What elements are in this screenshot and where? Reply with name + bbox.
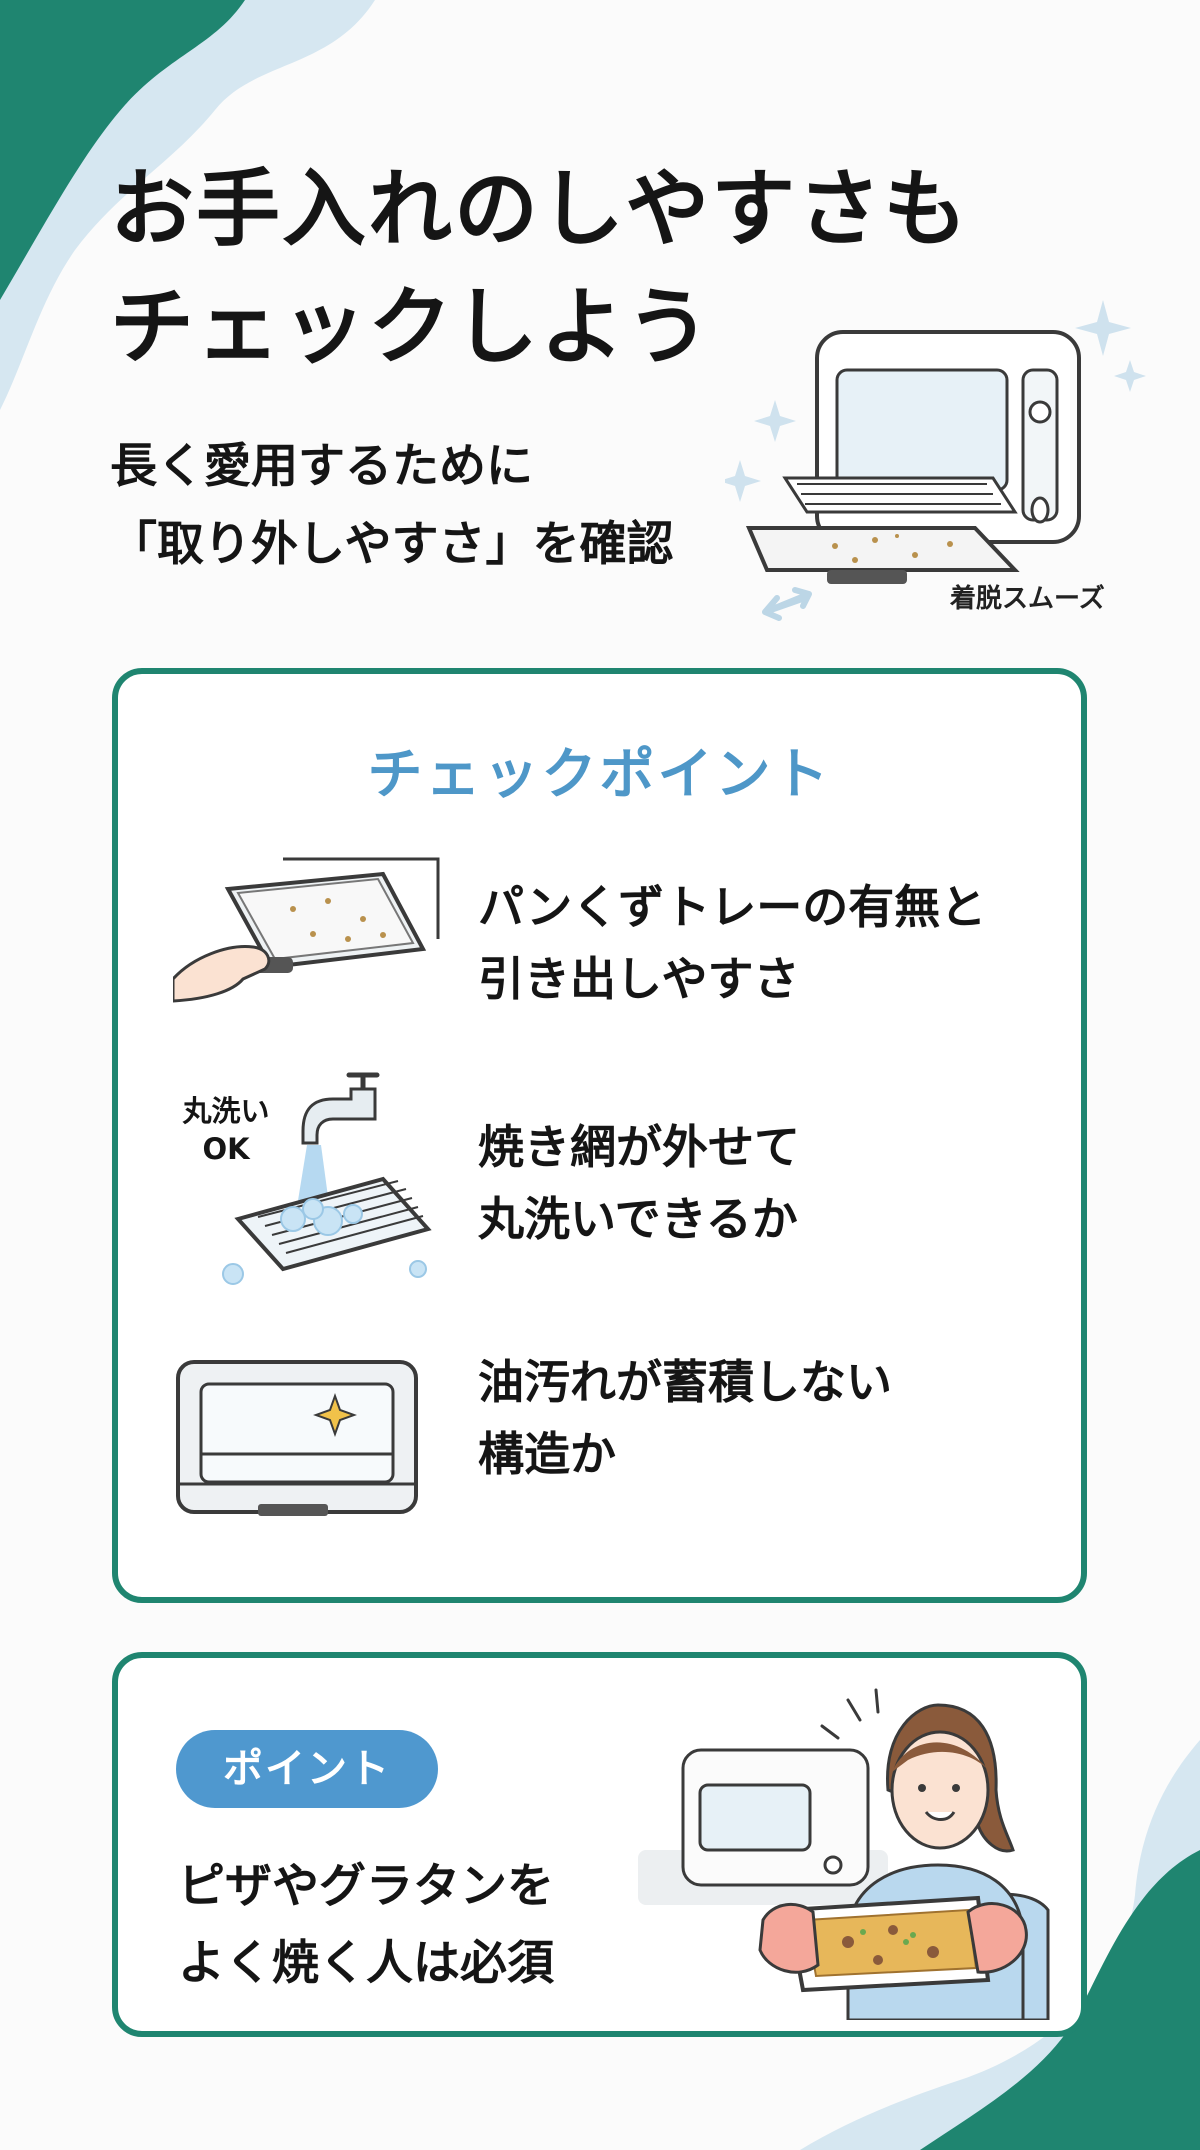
washable-ok-label: 丸洗い OK [182, 1094, 270, 1166]
check-item-text: パンくずトレーの有無と 引き出しやすさ [478, 871, 986, 1015]
sparkle-icon [313, 1393, 357, 1437]
subtitle-line: 「取り外しやすさ」を確認 [110, 517, 674, 572]
point-line: よく焼く人は必須 [178, 1936, 554, 1991]
check-item-line: パンくずトレーの有無と [478, 880, 987, 934]
page-title: お手入れのしやすさも チェックしよう [110, 150, 969, 386]
swap-arrow-icon [762, 587, 812, 621]
woman-holding-gratin-icon [638, 1688, 1050, 2020]
point-card: ポイント ピザやグラタンを よく焼く人は必須 [112, 1652, 1087, 2037]
faucet-rack-icon [222, 1072, 432, 1285]
sparkle-icon [725, 460, 761, 502]
point-line: ピザやグラタンを [178, 1859, 554, 1914]
sparkle-icon [754, 400, 796, 442]
check-item-line: 丸洗いできるか [478, 1192, 798, 1246]
check-point-card: チェックポイント パンくずトレーの有無と 引き出しやすさ 丸洗い OK [112, 668, 1087, 1603]
sparkle-icon [1114, 360, 1146, 392]
check-point-heading: チェックポイント [367, 742, 832, 806]
title-line: チェックしよう [110, 278, 713, 376]
crumb-tray-icon [173, 857, 440, 1003]
check-item-line: 構造か [478, 1427, 616, 1481]
sparkle-icon [1075, 300, 1131, 356]
check-item-text: 焼き網が外せて 丸洗いできるか [478, 1111, 800, 1255]
clean-oven-icon [176, 1360, 418, 1516]
check-item-line: 油汚れが蓄積しない [478, 1355, 892, 1409]
point-badge: ポイント [176, 1730, 438, 1808]
hero-caption: 着脱スムーズ [950, 584, 1105, 614]
bottom-right-blob [800, 1740, 1200, 2150]
top-left-blob [0, 0, 375, 410]
check-item-line: 引き出しやすさ [478, 952, 800, 1006]
toaster-oven-icon [725, 300, 1146, 621]
point-text: ピザやグラタンを よく焼く人は必須 [178, 1848, 554, 2002]
check-item-text: 油汚れが蓄積しない 構造か [478, 1346, 892, 1490]
subtitle: 長く愛用するために 「取り外しやすさ」を確認 [110, 428, 674, 584]
title-line: お手入れのしやすさも [110, 160, 970, 258]
check-item-line: 焼き網が外せて [478, 1120, 800, 1174]
subtitle-line: 長く愛用するために [110, 439, 533, 494]
